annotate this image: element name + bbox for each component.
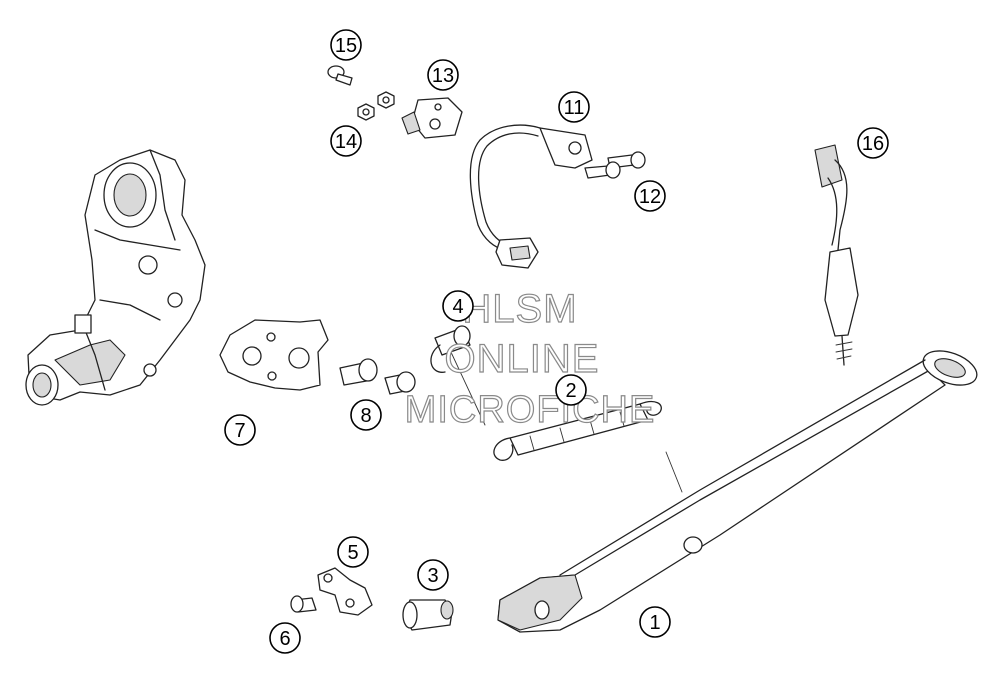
callout-13-label: 13 (432, 65, 454, 87)
callout-4[interactable]: 4 (442, 290, 474, 322)
callout-14[interactable]: 14 (330, 125, 362, 157)
spring-2 (493, 400, 662, 461)
watermark-line-2: ONLINE (445, 337, 600, 381)
callout-5[interactable]: 5 (337, 536, 369, 568)
strap-16 (814, 144, 859, 366)
callout-13-circle (427, 59, 459, 91)
callout-7-circle (224, 414, 256, 446)
callout-5-circle (337, 536, 369, 568)
callout-13[interactable]: 13 (427, 59, 459, 91)
callout-2-label: 2 (565, 380, 576, 402)
callout-15[interactable]: 15 (330, 29, 362, 61)
switch-13 (401, 97, 463, 139)
nuts-14 (357, 91, 395, 121)
callout-12-label: 12 (639, 186, 661, 208)
callout-14-circle (330, 125, 362, 157)
callout-4-label: 4 (452, 296, 463, 318)
callout-7-label: 7 (234, 420, 245, 442)
callout-7[interactable]: 7 (224, 414, 256, 446)
callout-11-circle (558, 91, 590, 123)
callout-8[interactable]: 8 (350, 399, 382, 431)
callout-15-circle (330, 29, 362, 61)
callout-8-circle (350, 399, 382, 431)
callout-3-label: 3 (427, 565, 438, 587)
callout-12-circle (634, 180, 666, 212)
bracket-5 (317, 567, 373, 616)
callout-8-label: 8 (360, 405, 371, 427)
callout-2-circle (555, 374, 587, 406)
callout-14-label: 14 (335, 131, 357, 153)
sensor-cable-11 (469, 124, 593, 269)
callout-15-label: 15 (335, 35, 357, 57)
callout-12[interactable]: 12 (634, 180, 666, 212)
callout-6[interactable]: 6 (269, 622, 301, 654)
callout-2[interactable]: 2 (555, 374, 587, 406)
callout-11[interactable]: 11 (558, 91, 590, 123)
side-stand-1 (497, 350, 978, 633)
callout-16[interactable]: 16 (857, 127, 889, 159)
frame-bracket (25, 149, 206, 406)
screws-12 (584, 151, 646, 179)
callout-1-label: 1 (649, 612, 660, 634)
callout-1-circle (639, 606, 671, 638)
stud-4 (430, 325, 486, 426)
callout-11-label: 11 (564, 97, 585, 119)
callout-16-label: 16 (862, 133, 884, 155)
callout-6-label: 6 (279, 628, 290, 650)
bolts-8 (339, 358, 416, 395)
watermark-line-3: MICROFICHE (405, 389, 656, 431)
watermark-line-1: HLSM (462, 287, 577, 331)
callout-4-circle (442, 290, 474, 322)
callout-1[interactable]: 1 (639, 606, 671, 638)
bolt-6 (290, 595, 317, 613)
callout-5-label: 5 (347, 542, 358, 564)
callout-3-circle (417, 559, 449, 591)
callout-6-circle (269, 622, 301, 654)
callout-16-circle (857, 127, 889, 159)
callout-3[interactable]: 3 (417, 559, 449, 591)
leader-line (665, 451, 683, 493)
watermark: HLSM ONLINE MICROFICHE (404, 286, 656, 431)
mounting-plate (219, 319, 329, 391)
bushing-3 (402, 599, 454, 631)
screw-15 (327, 65, 353, 86)
